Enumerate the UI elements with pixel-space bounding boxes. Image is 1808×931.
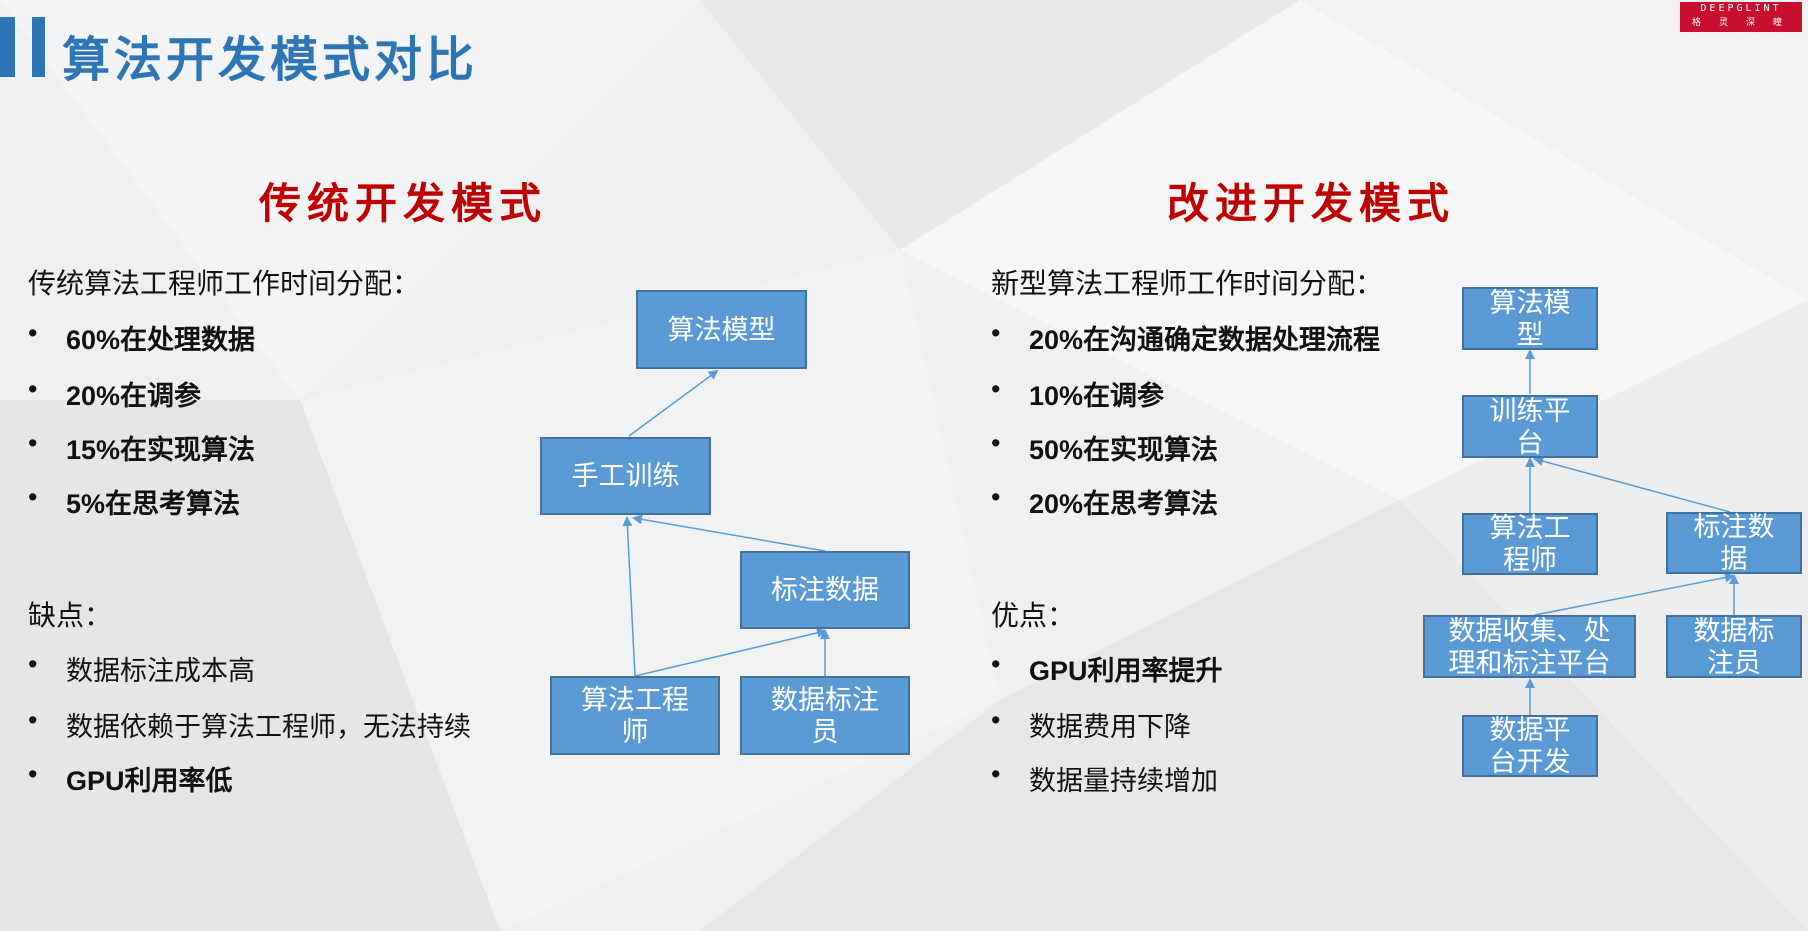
node-algorithm-engineer: 算法工程师	[1462, 513, 1598, 575]
left-heading: 传统开发模式	[259, 179, 548, 228]
node-algorithm-engineer: 算法工程师	[550, 676, 720, 755]
right-intro: 新型算法工程师工作时间分配：	[991, 267, 1384, 300]
bullet-icon: •	[991, 318, 1001, 348]
logo-text-en: DEEPGLINT	[1700, 3, 1782, 14]
node-training-platform: 训练平台	[1462, 395, 1598, 458]
left-intro: 传统算法工程师工作时间分配：	[28, 267, 421, 300]
node-labeled-data: 标注数据	[740, 551, 910, 629]
arrow	[622, 516, 636, 677]
node-labeled-data: 标注数据	[1666, 512, 1802, 574]
node-data-platform-dev: 数据平台开发	[1462, 715, 1598, 777]
node-data-annotator: 数据标注员	[1666, 615, 1802, 678]
arrow	[634, 627, 827, 677]
arrow	[628, 369, 719, 437]
right-heading: 改进开发模式	[1167, 179, 1456, 228]
title-accent-bar	[0, 17, 15, 77]
logo-text-cn: 格灵深瞳	[1691, 18, 1800, 28]
cons-label: 缺点：	[28, 599, 113, 632]
bullet-icon: •	[991, 428, 1001, 458]
pros-label: 优点：	[991, 599, 1076, 632]
page-title: 算法开发模式对比	[62, 32, 479, 88]
node-data-platform: 数据收集、处理和标注平台	[1423, 615, 1636, 678]
node-algorithm-model: 算法模型	[1462, 287, 1598, 350]
title-accent-bar	[32, 17, 45, 77]
bullet-icon: •	[28, 649, 38, 679]
bullet-icon: •	[991, 482, 1001, 512]
deepglint-logo: DEEPGLINT 格灵深瞳	[1680, 2, 1802, 32]
node-data-annotator: 数据标注员	[740, 676, 910, 755]
bullet-icon: •	[991, 374, 1001, 404]
arrow	[1534, 572, 1735, 616]
bullet-icon: •	[28, 705, 38, 735]
bullet-icon: •	[28, 374, 38, 404]
bullet-icon: •	[991, 759, 1001, 789]
arrow	[632, 514, 826, 552]
bullet-icon: •	[28, 318, 38, 348]
bullet-icon: •	[991, 705, 1001, 735]
bullet-icon: •	[28, 759, 38, 789]
node-algorithm-model: 算法模型	[636, 290, 807, 369]
arrow	[1533, 456, 1731, 513]
bullet-icon: •	[28, 482, 38, 512]
bullet-icon: •	[991, 649, 1001, 679]
node-manual-training: 手工训练	[540, 437, 711, 515]
bullet-icon: •	[28, 428, 38, 458]
